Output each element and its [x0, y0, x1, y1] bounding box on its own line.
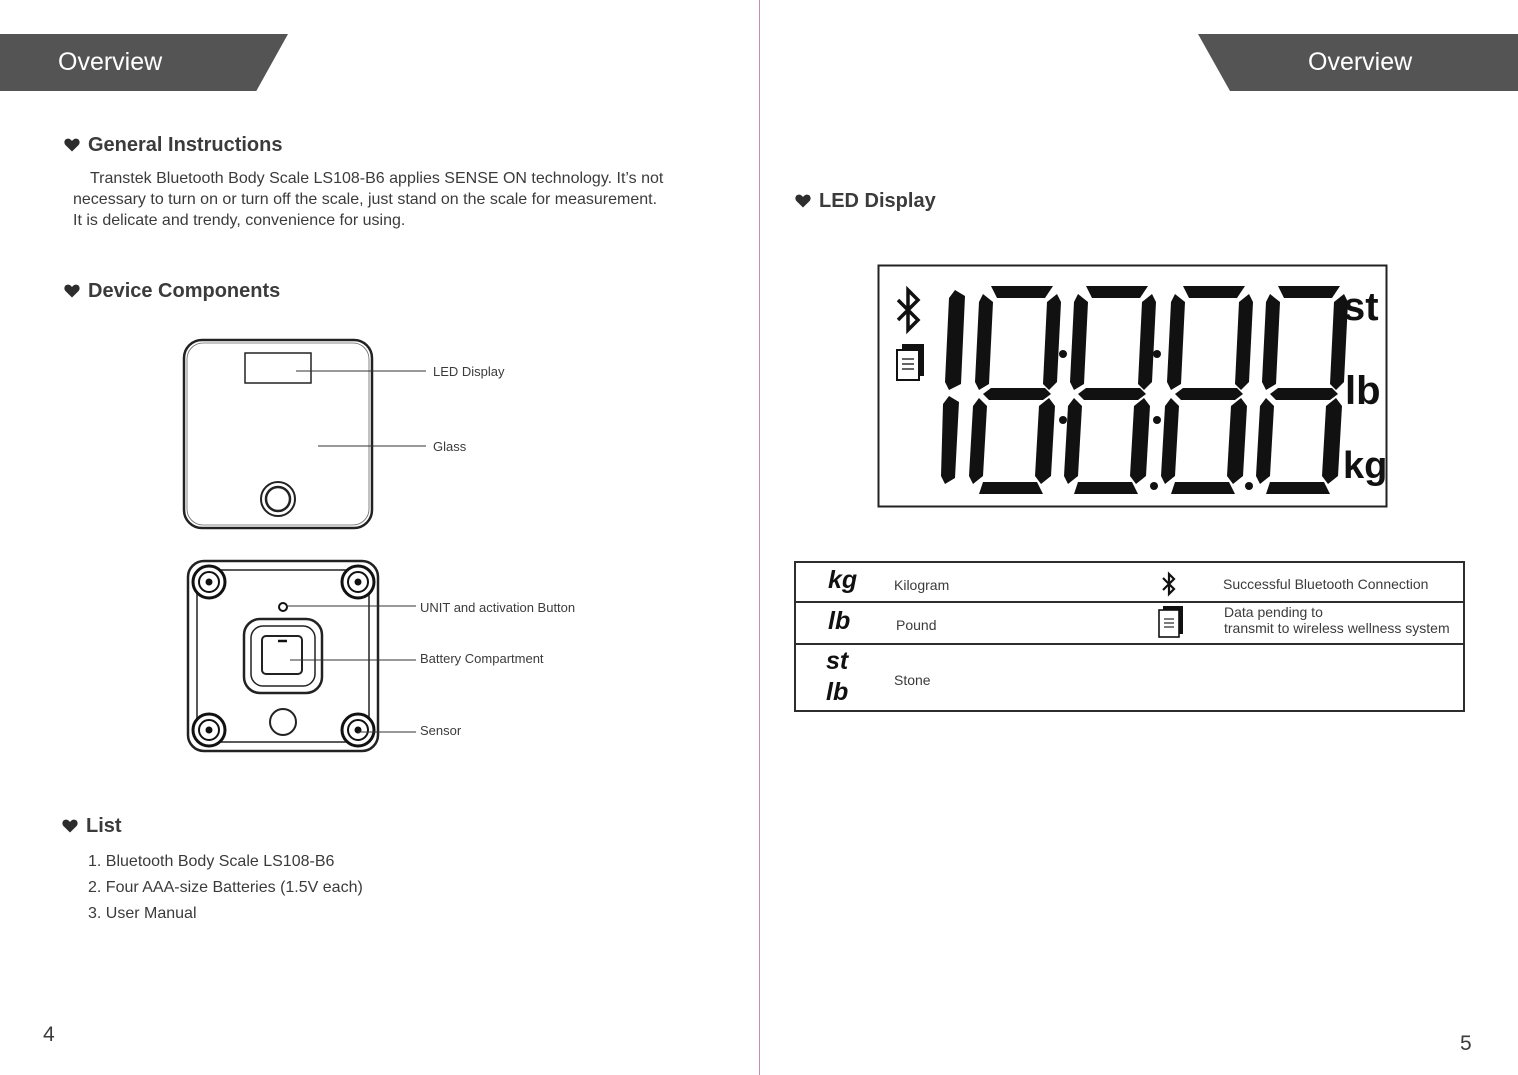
general-instructions-line-2: necessary to turn on or turn off the sca… — [73, 191, 658, 208]
heart-icon — [62, 819, 78, 833]
led-display-heading: LED Display — [795, 190, 936, 213]
led-legend-table: kg Kilogram Successful Bluetooth Connect… — [794, 561, 1465, 712]
general-instructions-line-3: It is delicate and trendy, convenience f… — [73, 212, 406, 229]
unit-button-label: UNIT and activation Button — [420, 600, 576, 615]
list-item: 1. Bluetooth Body Scale LS108-B6 — [88, 853, 335, 870]
general-instructions-title: General Instructions — [88, 134, 283, 156]
heart-icon — [795, 194, 811, 208]
general-instructions-line-1: Transtek Bluetooth Body Scale LS108-B6 a… — [90, 170, 664, 187]
legend-st-lb-symbol: lb — [826, 678, 849, 706]
device-components-heading: Device Components — [64, 280, 280, 303]
legend-st-symbol: st — [826, 647, 849, 675]
glass-label: Glass — [433, 439, 467, 454]
led-display-label: LED Display — [433, 364, 505, 379]
page-number-right: 5 — [1460, 1032, 1472, 1055]
back-leader-lines — [286, 605, 416, 733]
led-unit-lb: lb — [1345, 369, 1381, 413]
legend-lb-symbol: lb — [828, 607, 851, 635]
legend-row-divider — [796, 601, 1463, 603]
list-item: 2. Four AAA-size Batteries (1.5V each) — [88, 879, 363, 896]
battery-compartment-label: Battery Compartment — [420, 651, 544, 666]
legend-pound-text: Pound — [896, 617, 937, 633]
legend-stone-text: Stone — [894, 672, 931, 688]
sensor-label: Sensor — [420, 723, 462, 738]
data-pending-icon — [896, 344, 924, 381]
legend-kilogram-text: Kilogram — [894, 577, 950, 593]
data-pending-icon — [1158, 606, 1183, 638]
list-title: List — [86, 815, 122, 837]
legend-data-pending-line-2: transmit to wireless wellness system — [1224, 620, 1450, 636]
bluetooth-icon — [896, 285, 921, 335]
list-item: 3. User Manual — [88, 905, 197, 922]
front-leader-lines — [296, 370, 426, 447]
legend-row-divider — [796, 643, 1463, 645]
led-unit-st: st — [1343, 285, 1379, 329]
left-overview-banner: Overview — [0, 34, 288, 91]
scale-front-diagram — [182, 338, 374, 530]
led-display-panel: st lb kg — [877, 264, 1388, 508]
general-instructions-heading: General Instructions — [64, 134, 283, 157]
device-components-title: Device Components — [88, 280, 281, 302]
legend-bluetooth-text: Successful Bluetooth Connection — [1223, 576, 1429, 592]
list-heading: List — [62, 815, 122, 838]
led-display-title: LED Display — [819, 190, 936, 212]
legend-data-pending-line-1: Data pending to — [1224, 604, 1323, 620]
left-banner-title: Overview — [58, 48, 163, 76]
page-number-left: 4 — [43, 1023, 55, 1046]
heart-icon — [64, 138, 80, 152]
right-overview-banner: Overview — [1198, 34, 1518, 91]
page-divider — [759, 0, 760, 1075]
scale-back-diagram — [186, 559, 380, 753]
heart-icon — [64, 284, 80, 298]
right-banner-title: Overview — [1308, 48, 1413, 76]
led-unit-kg: kg — [1343, 445, 1387, 487]
bluetooth-icon — [1162, 571, 1176, 597]
led-digits — [941, 286, 1348, 494]
legend-kg-symbol: kg — [828, 566, 858, 594]
